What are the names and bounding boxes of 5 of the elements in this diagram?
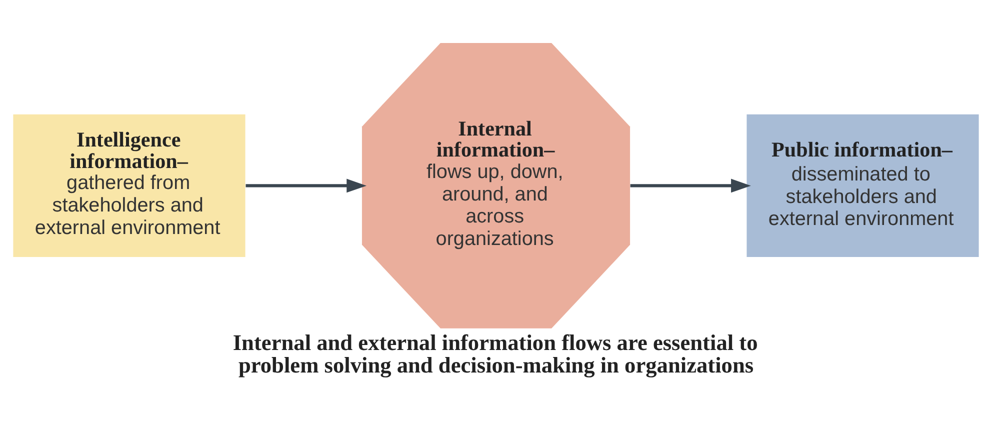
caption: Internal and external information flows are essential to problem solving and decision-making in organizations [232, 330, 758, 378]
node-box: Public information– disseminated to stakeholders and external environment [746, 114, 979, 258]
arrow [630, 178, 751, 193]
arrow [246, 178, 367, 193]
node-box: Intelligence information– gathered from stakeholders and external environment [13, 114, 246, 258]
